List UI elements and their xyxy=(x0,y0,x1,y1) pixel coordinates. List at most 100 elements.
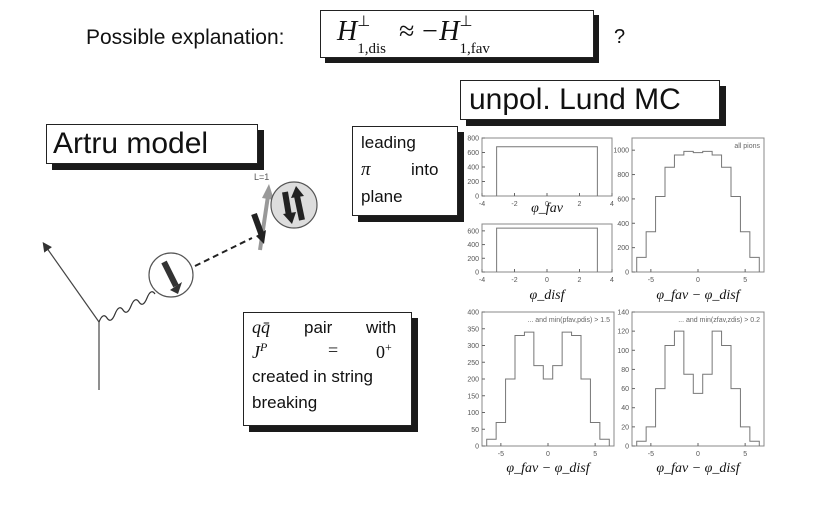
y-tick-label: 140 xyxy=(617,310,629,317)
histogram-step xyxy=(636,330,760,446)
y-tick-label: 300 xyxy=(467,343,479,350)
l-value-label: L=1 xyxy=(254,172,269,182)
y-tick-label: 40 xyxy=(621,405,629,412)
x-tick-label: 0 xyxy=(696,277,700,284)
formula-approx: ≈ xyxy=(399,16,415,47)
lund-title-box: unpol. Lund MC xyxy=(460,80,720,120)
x-axis-label: φ_fav − φ_disf xyxy=(656,461,741,476)
formula-perp1: ⊥ xyxy=(357,14,371,30)
x-axis-label: φ_fav − φ_disf xyxy=(506,461,591,476)
x-tick-label: 0 xyxy=(545,201,549,208)
dashed-connection xyxy=(194,237,253,267)
pair-with: with xyxy=(366,318,397,337)
y-tick-label: 250 xyxy=(467,360,479,367)
y-tick-label: 200 xyxy=(467,256,479,263)
formula: H⊥1,dis ≈−H⊥1,fav xyxy=(337,14,490,57)
y-tick-label: 0 xyxy=(475,194,479,201)
pair-eq: = xyxy=(328,340,339,360)
x-tick-label: -5 xyxy=(498,451,504,458)
x-axis-label: φ_fav − φ_disf xyxy=(656,288,741,303)
x-tick-label: -2 xyxy=(511,201,517,208)
pair-plus: + xyxy=(385,340,392,354)
explanation-label: Possible explanation: xyxy=(86,26,285,49)
spin-arrow-left xyxy=(161,260,179,288)
pair-qqbar: qq̄ xyxy=(252,317,270,337)
formula-perp2: ⊥ xyxy=(459,14,473,30)
pair-zero: 0+ xyxy=(376,340,392,363)
y-tick-label: 800 xyxy=(467,136,479,143)
x-tick-label: -2 xyxy=(511,277,517,284)
x-tick-label: 0 xyxy=(546,451,550,458)
y-tick-label: 200 xyxy=(467,377,479,384)
formula-h2: −H xyxy=(420,16,460,47)
pair-line4: breaking xyxy=(252,393,318,412)
x-tick-label: -5 xyxy=(648,451,654,458)
artru-title-box: Artru model xyxy=(46,124,258,164)
y-tick-label: 100 xyxy=(467,410,479,417)
y-tick-label: 200 xyxy=(617,245,629,252)
outgoing-line xyxy=(42,242,100,323)
formula-box: H⊥1,dis ≈−H⊥1,fav xyxy=(320,10,594,58)
x-tick-label: 4 xyxy=(610,277,614,284)
x-tick-label: 5 xyxy=(743,277,747,284)
y-tick-label: 50 xyxy=(471,427,479,434)
y-tick-label: 400 xyxy=(467,165,479,172)
y-tick-label: 0 xyxy=(475,270,479,277)
histogram-step xyxy=(496,227,598,272)
y-tick-label: 100 xyxy=(617,348,629,355)
x-tick-label: -4 xyxy=(479,277,485,284)
y-tick-label: 80 xyxy=(621,367,629,374)
histogram-2: -4 -2 0 2 4 0 200 400 600 φ_disf xyxy=(467,223,614,303)
x-axis-label: φ_fav xyxy=(531,201,564,216)
histogram-annotation: all pions xyxy=(734,143,760,150)
histogram-frame xyxy=(481,223,613,273)
spin-arrow-right-1 xyxy=(251,212,265,238)
histogram-annotation: ... and min(zfav,zdis) > 0.2 xyxy=(678,317,760,324)
y-tick-label: 150 xyxy=(467,393,479,400)
y-tick-label: 400 xyxy=(467,310,479,317)
y-tick-label: 400 xyxy=(467,242,479,249)
x-tick-label: 2 xyxy=(578,277,582,284)
histogram-frame xyxy=(481,137,613,197)
pair-jp: JP xyxy=(252,340,267,363)
formula-sub2: 1,fav xyxy=(459,40,490,57)
x-tick-label: 0 xyxy=(545,277,549,284)
x-tick-label: -4 xyxy=(479,201,485,208)
y-tick-label: 200 xyxy=(467,179,479,186)
histogram-step xyxy=(496,146,598,196)
x-tick-label: 0 xyxy=(696,451,700,458)
y-tick-label: 600 xyxy=(617,196,629,203)
histogram-frame xyxy=(631,137,765,273)
x-tick-label: 4 xyxy=(610,201,614,208)
x-axis-label: φ_disf xyxy=(530,288,567,303)
y-tick-label: 400 xyxy=(617,221,629,228)
y-tick-label: 0 xyxy=(625,270,629,277)
pair-j: J xyxy=(252,342,260,362)
x-tick-label: 5 xyxy=(593,451,597,458)
histogram-step xyxy=(636,150,760,272)
histogram-annotation: ... and min(pfav,pdis) > 1.5 xyxy=(527,317,610,324)
spin-arrow-down xyxy=(282,191,292,217)
y-tick-label: 600 xyxy=(467,228,479,235)
leading-pi-box: leading π into plane xyxy=(352,126,458,216)
x-tick-label: 5 xyxy=(743,451,747,458)
pair-p: P xyxy=(260,340,268,354)
lund-title: unpol. Lund MC xyxy=(469,83,681,116)
pair-0: 0 xyxy=(376,342,385,362)
histogram-frame xyxy=(631,311,765,447)
y-tick-label: 0 xyxy=(475,444,479,451)
y-tick-label: 120 xyxy=(617,329,629,336)
y-tick-label: 350 xyxy=(467,326,479,333)
leading-line3: plane xyxy=(361,187,403,206)
photon-wave xyxy=(98,291,156,323)
formula-sub1: 1,dis xyxy=(357,40,386,57)
y-tick-label: 600 xyxy=(467,150,479,157)
y-tick-label: 20 xyxy=(621,424,629,431)
artru-title: Artru model xyxy=(53,127,209,160)
